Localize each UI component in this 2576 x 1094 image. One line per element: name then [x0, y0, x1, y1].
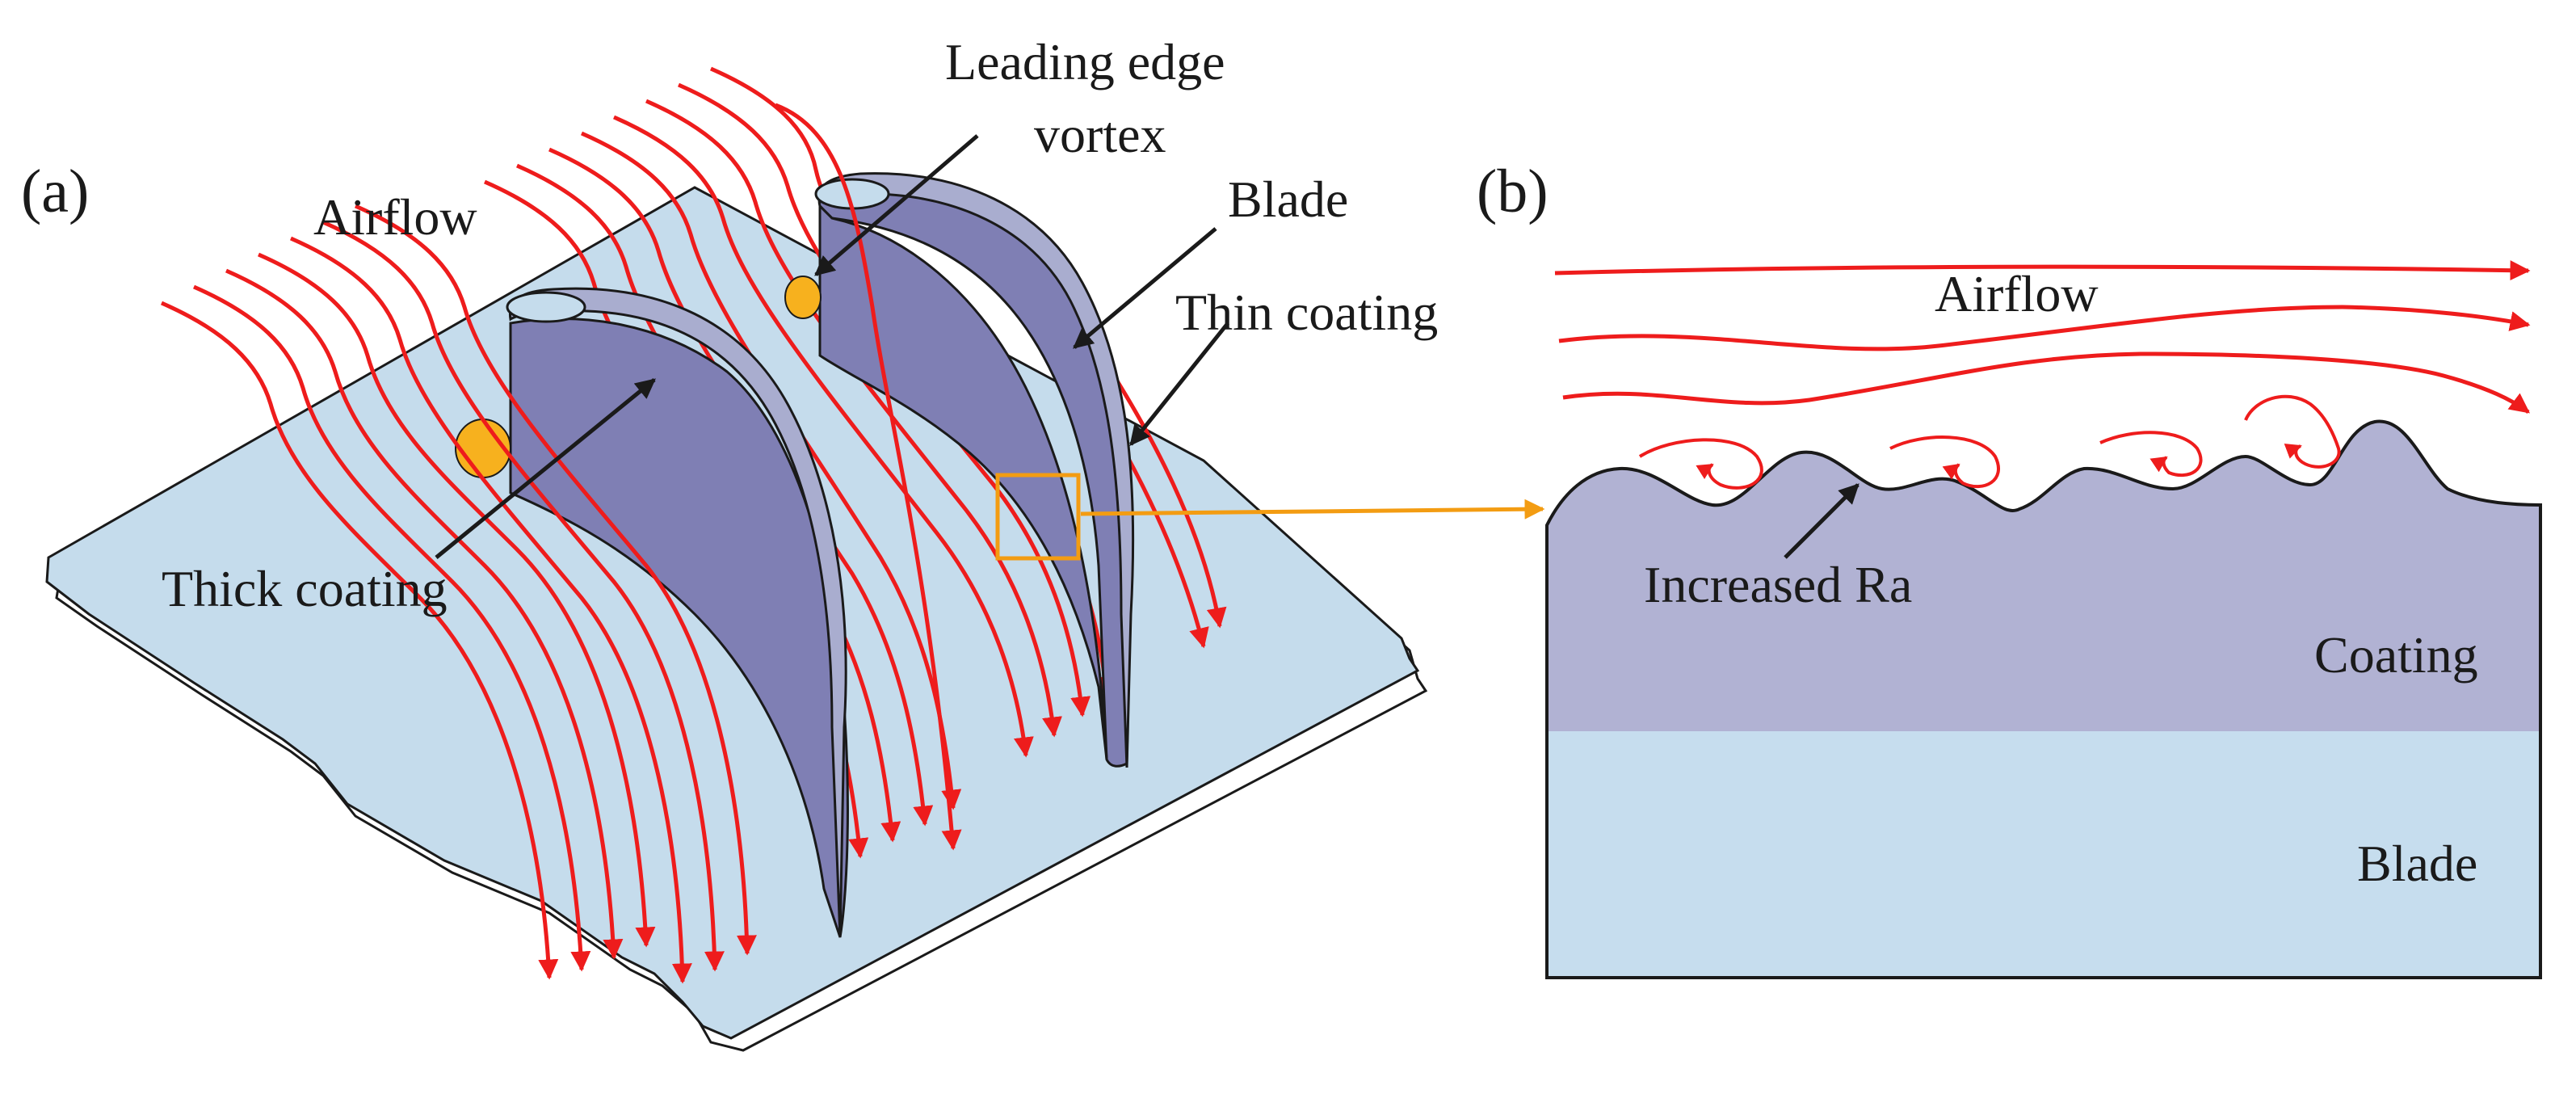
- coating-layer: [1547, 421, 2540, 731]
- airflow-label-a: Airflow: [313, 188, 477, 246]
- cross-section-outline: [1545, 419, 2542, 979]
- increased-ra-label: Increased Ra: [1644, 556, 1912, 613]
- zoom-arrow: [1080, 499, 1545, 520]
- blade-label-b: Blade: [2357, 835, 2477, 892]
- panel-a: (a): [21, 33, 1545, 1052]
- annotation-arrows-a: [435, 134, 1229, 559]
- blade-label-a: Blade: [1228, 170, 1348, 228]
- thick-coating-label: Thick coating: [162, 560, 448, 617]
- surface-vortices: [1638, 394, 2341, 490]
- airflow-label-b: Airflow: [1935, 265, 2099, 322]
- leading-edge-vortex-label-line1: Leading edge: [945, 33, 1225, 90]
- panel-b: (b) Airflow Increased Ra Coating Blade: [1477, 158, 2542, 979]
- increased-ra-arrow: [1784, 483, 1860, 559]
- thin-coating-label: Thin coating: [1175, 284, 1438, 341]
- panel-b-label: (b): [1477, 158, 1549, 225]
- zoom-region-box: [995, 473, 1081, 561]
- panel-a-label: (a): [21, 158, 89, 225]
- leading-edge-vortex-rear: [784, 276, 822, 319]
- leading-edge-vortex-label-line2: vortex: [1034, 106, 1166, 163]
- front-blade: [455, 287, 849, 938]
- rear-blade: [784, 172, 1135, 768]
- airflow-lines-b: [1554, 260, 2531, 414]
- blade-layer: [1547, 731, 2540, 978]
- airflow-streamlines-front: [160, 103, 962, 984]
- coating-label: Coating: [2314, 626, 2478, 684]
